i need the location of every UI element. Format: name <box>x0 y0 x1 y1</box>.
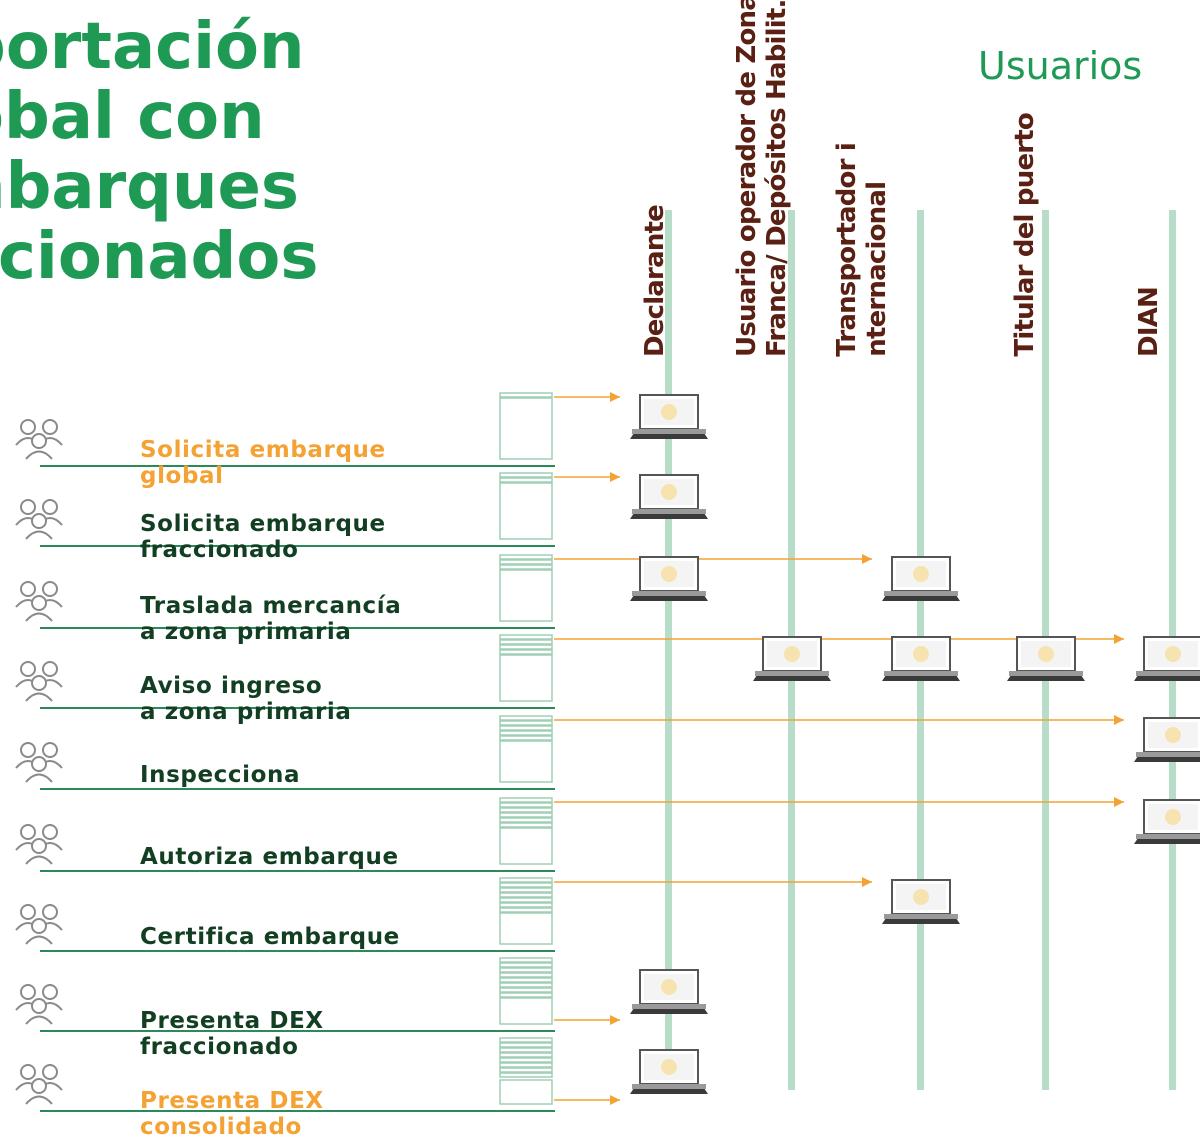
arrow-head <box>1114 715 1124 725</box>
users-group-icon <box>12 497 74 543</box>
laptop-icon <box>1134 635 1200 683</box>
step-label-line: Autoriza embarque <box>140 844 399 870</box>
title-line: ccionados <box>0 220 319 294</box>
users-group-icon <box>12 579 74 625</box>
step-label-line: a zona primaria <box>140 699 352 725</box>
step-label: Autoriza embarque <box>140 844 399 870</box>
step-divider <box>40 465 555 467</box>
laptop-icon <box>882 635 960 683</box>
step-label-line: Traslada mercancía <box>140 593 402 619</box>
document-stack-icon <box>498 956 554 1028</box>
arrow-head <box>610 472 620 482</box>
arrow-head <box>610 1095 620 1105</box>
document-stack-icon <box>498 714 554 786</box>
laptop-icon <box>630 393 708 441</box>
document-stack-icon <box>498 1036 554 1108</box>
step-label-line: Solicita embarque <box>140 511 386 537</box>
step-label-line: Presenta DEX <box>140 1008 324 1034</box>
title-line: obal con <box>0 80 265 154</box>
step-label-line: fraccionado <box>140 537 299 563</box>
laptop-icon <box>1134 716 1200 764</box>
step-divider <box>40 1110 555 1112</box>
users-group-icon <box>12 417 74 463</box>
laptop-icon <box>882 555 960 603</box>
arrow-head <box>862 554 872 564</box>
step-label-line: Certifica embarque <box>140 924 400 950</box>
step-label-line: global <box>140 463 224 489</box>
users-group-icon <box>12 659 74 705</box>
laptop-icon <box>630 555 708 603</box>
laptop-icon <box>630 473 708 521</box>
laptop-icon <box>882 878 960 926</box>
step-label-line: Aviso ingreso <box>140 673 323 699</box>
arrow-head <box>610 1015 620 1025</box>
laptop-icon <box>1134 798 1200 846</box>
users-group-icon <box>12 822 74 868</box>
laptop-icon <box>753 635 831 683</box>
laptop-icon <box>1007 635 1085 683</box>
document-stack-icon <box>498 876 554 948</box>
document-stack-icon <box>498 796 554 868</box>
users-header: Usuarios <box>978 44 1143 88</box>
step-divider <box>40 545 555 547</box>
step-divider <box>40 950 555 952</box>
laptop-icon <box>630 1048 708 1096</box>
step-label-line: fraccionado <box>140 1034 299 1060</box>
step-divider <box>40 788 555 790</box>
arrow-head <box>610 392 620 402</box>
arrow-head <box>1114 634 1124 644</box>
step-label-line: Solicita embarque <box>140 437 386 463</box>
users-group-icon <box>12 1062 74 1108</box>
lifeline <box>665 210 672 1090</box>
step-label-line: a zona primaria <box>140 619 352 645</box>
users-group-icon <box>12 982 74 1028</box>
document-stack-icon <box>498 471 554 543</box>
document-stack-icon <box>498 633 554 705</box>
users-group-icon <box>12 902 74 948</box>
step-label-line: Presenta DEX <box>140 1088 324 1114</box>
title-line: portación <box>0 10 305 84</box>
document-stack-icon <box>498 391 554 463</box>
document-stack-icon <box>498 553 554 625</box>
arrow-head <box>862 877 872 887</box>
step-label: Inspecciona <box>140 762 300 788</box>
step-label: Certifica embarque <box>140 924 400 950</box>
step-label-line: Inspecciona <box>140 762 301 788</box>
step-divider <box>40 707 555 709</box>
users-group-icon <box>12 740 74 786</box>
laptop-icon <box>630 968 708 1016</box>
arrow-head <box>1114 797 1124 807</box>
step-divider <box>40 1030 555 1032</box>
step-divider <box>40 870 555 872</box>
step-divider <box>40 627 555 629</box>
